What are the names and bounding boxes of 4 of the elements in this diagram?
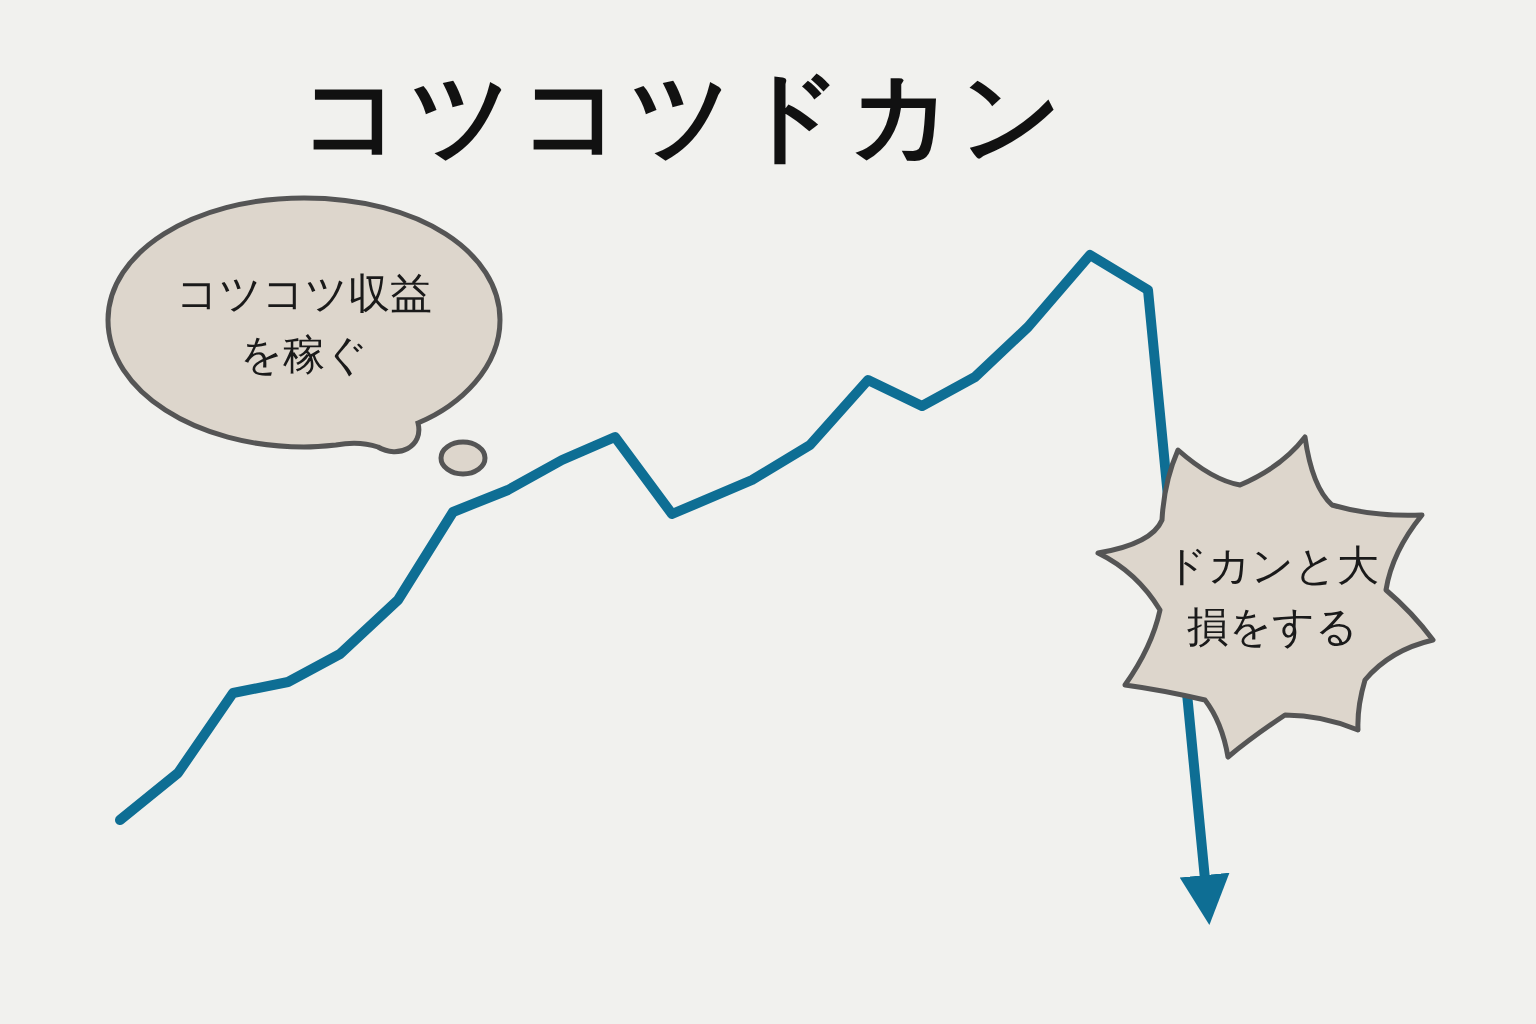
burst-text: ドカンと大損をする: [1164, 540, 1380, 653]
bubble-text: コツコツ収益を稼ぐ: [175, 268, 433, 381]
burst-shape: [1092, 432, 1438, 762]
title: コツコツドカン: [300, 56, 1070, 176]
